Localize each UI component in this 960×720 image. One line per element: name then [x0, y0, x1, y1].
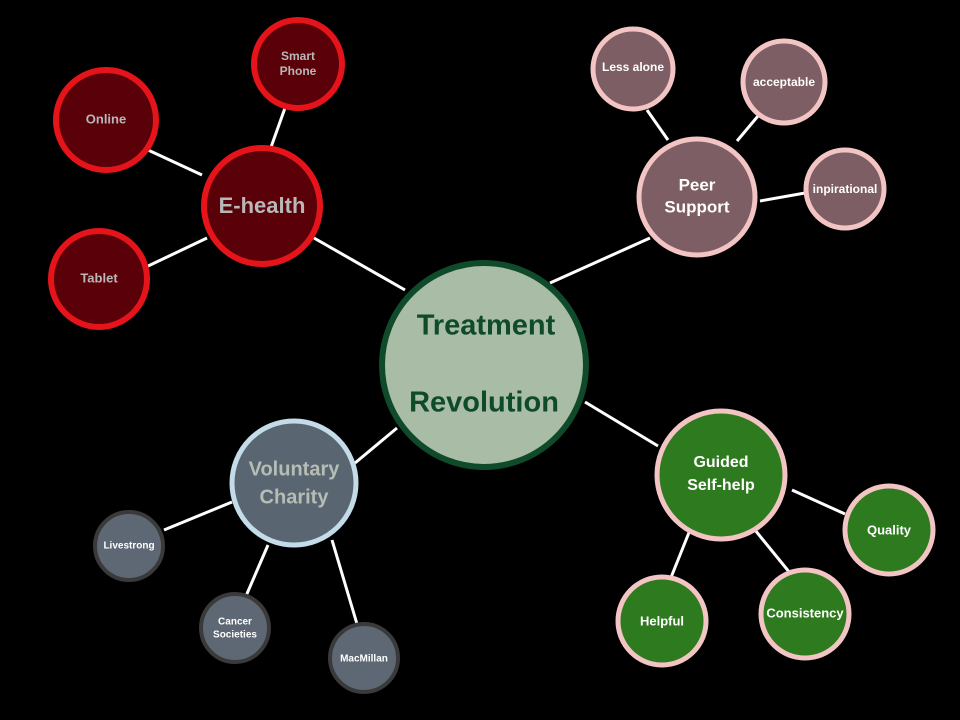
- peer-support-node: [636, 136, 758, 258]
- connector-voluntary-macmillan: [330, 539, 359, 625]
- acceptable-node: [740, 38, 828, 126]
- cancer-societies-node: [199, 592, 271, 664]
- connector-guided-helpful: [668, 529, 692, 581]
- smartphone-label-line2: Phone: [280, 64, 317, 78]
- connector-voluntary-cancer: [244, 544, 270, 597]
- peer-support-label-line1: Peer: [679, 175, 716, 194]
- connector-center-voluntary: [354, 426, 398, 465]
- center-title-line1: Treatment: [417, 310, 556, 342]
- connector-center-guided: [584, 400, 659, 448]
- guided-selfhelp-label-line2: Self-help: [687, 477, 755, 494]
- acceptable-label: acceptable: [753, 75, 815, 89]
- livestrong-label: Livestrong: [103, 541, 154, 552]
- consistency-label: Consistency: [766, 605, 844, 620]
- inpirational-label: inpirational: [813, 182, 878, 196]
- guided-selfhelp-label-line1: Guided: [693, 454, 748, 471]
- less-alone-label: Less alone: [602, 60, 664, 74]
- cancer-societies-label-line2: Societies: [213, 630, 257, 641]
- ehealth-node: [201, 145, 323, 267]
- connector-guided-consistency: [753, 529, 792, 574]
- consistency-node: [758, 567, 852, 661]
- voluntary-charity-label-line2: Charity: [260, 486, 330, 508]
- cancer-societies-label-line1: Cancer: [218, 617, 252, 628]
- connector-voluntary-livestrong: [163, 500, 233, 532]
- tablet-label: Tablet: [80, 270, 118, 285]
- connector-ehealth-tablet: [145, 236, 208, 269]
- center-title-line2: Revolution: [409, 387, 559, 419]
- connector-center-ehealth: [313, 236, 406, 292]
- center-node: Treatment Revolution: [379, 260, 589, 470]
- guided-selfhelp-branch: Guided Self-help Quality Consistency Hel…: [615, 408, 936, 668]
- helpful-label: Helpful: [640, 613, 684, 628]
- connector-ehealth-online: [147, 148, 203, 177]
- smartphone-node: [251, 17, 345, 111]
- macmillan-node: [328, 622, 400, 694]
- voluntary-charity-node: [229, 418, 359, 548]
- online-label: Online: [86, 111, 126, 126]
- smartphone-label-line1: Smart: [281, 49, 315, 63]
- connector-guided-quality: [791, 488, 846, 516]
- connector-peer-lessalone: [645, 109, 670, 141]
- tablet-node: [48, 228, 150, 330]
- online-node: [53, 67, 159, 173]
- connectors: [145, 107, 846, 625]
- connector-center-peer: [549, 236, 651, 285]
- helpful-node: [615, 574, 709, 668]
- inpirational-node: [803, 147, 887, 231]
- livestrong-node: [93, 510, 165, 582]
- quality-node: [842, 483, 936, 577]
- quality-label: Quality: [867, 522, 912, 537]
- guided-selfhelp-node: [654, 408, 788, 542]
- connector-peer-acceptable: [735, 115, 760, 142]
- peer-support-label-line2: Support: [664, 197, 729, 216]
- peer-support-branch: Peer Support Less alone acceptable inpir…: [590, 26, 887, 258]
- voluntary-charity-label-line1: Voluntary: [249, 458, 341, 480]
- macmillan-label: MacMillan: [340, 654, 388, 665]
- ehealth-branch: E-health Smart Phone Online Tablet: [48, 17, 345, 330]
- ehealth-label: E-health: [219, 193, 306, 218]
- connector-peer-inpirational: [759, 191, 806, 203]
- center-circle: [379, 260, 589, 470]
- less-alone-node: [590, 26, 676, 112]
- voluntary-charity-branch: Voluntary Charity Livestrong Cancer Soci…: [93, 418, 400, 694]
- connector-ehealth-smartphone: [268, 107, 287, 151]
